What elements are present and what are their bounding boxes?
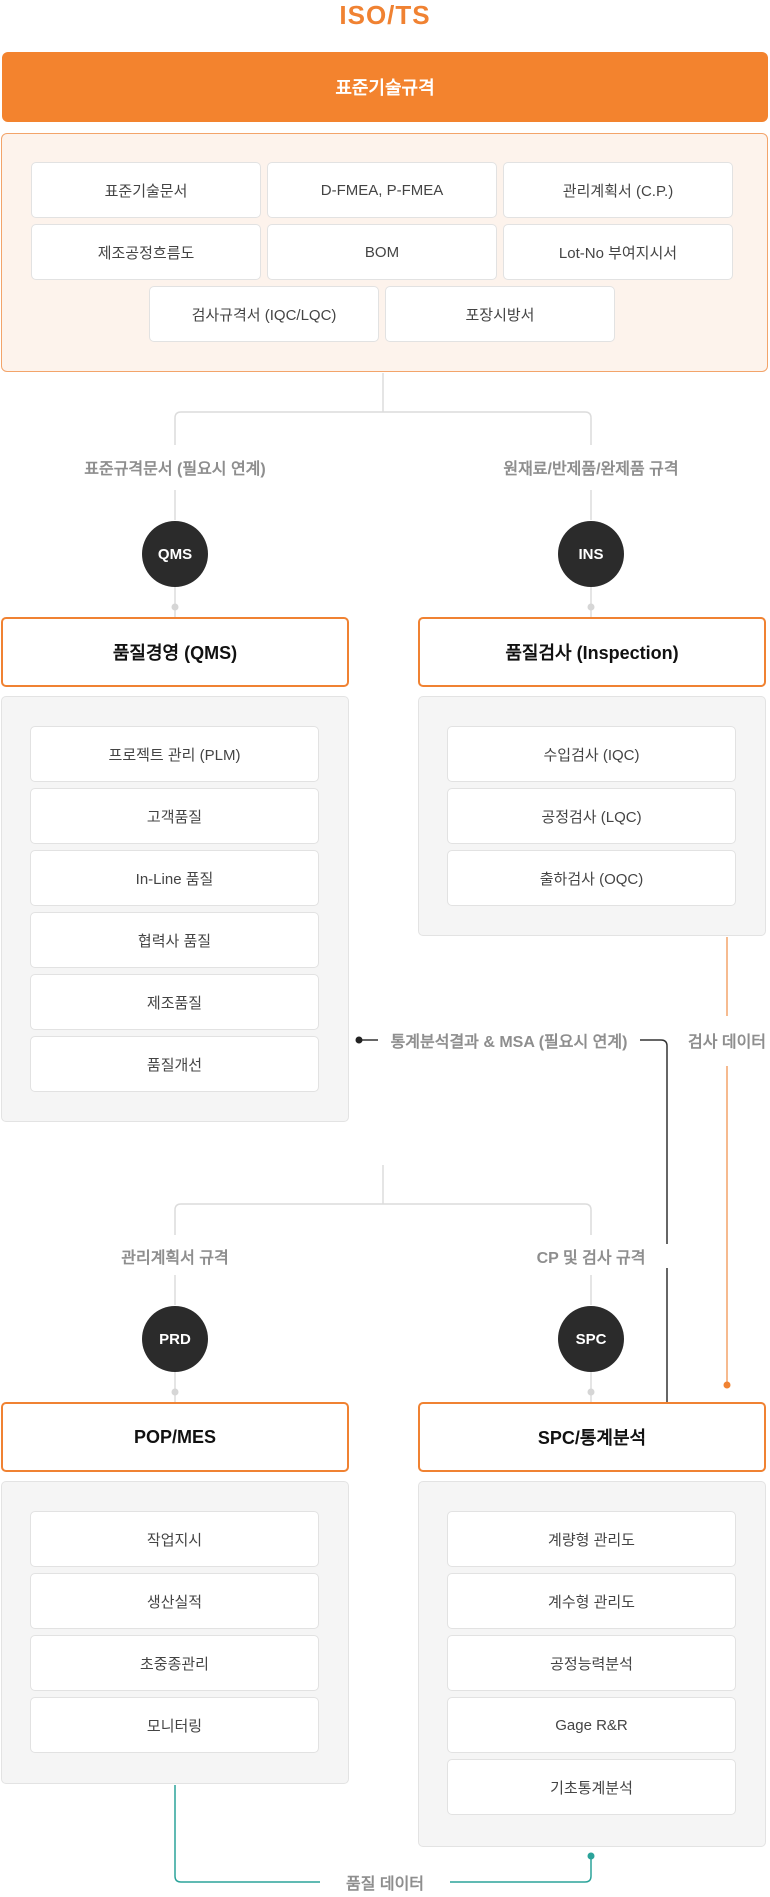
prd-badge: PRD	[142, 1306, 208, 1372]
doc-cell: BOM	[267, 224, 497, 280]
standard-spec-banner: 표준기술규격	[2, 52, 768, 122]
qms-badge: QMS	[142, 521, 208, 587]
qms-header: 품질경영 (QMS)	[1, 617, 349, 687]
qms-item: 품질개선	[30, 1036, 319, 1092]
pop-mes-item: 모니터링	[30, 1697, 319, 1753]
spc-item: 기초통계분석	[447, 1759, 736, 1815]
inspection-item: 공정검사 (LQC)	[447, 788, 736, 844]
inspection-item: 출하검사 (OQC)	[447, 850, 736, 906]
qms-item: In-Line 품질	[30, 850, 319, 906]
spc-item: Gage R&R	[447, 1697, 736, 1753]
doc-cell: 제조공정흐름도	[31, 224, 261, 280]
page-title: ISO/TS	[339, 0, 431, 30]
doc-cell: 검사규격서 (IQC/LQC)	[149, 286, 379, 342]
pop-mes-item: 생산실적	[30, 1573, 319, 1629]
link-label-cp-to-spc: CP 및 검사 규격	[491, 1244, 691, 1268]
link-label-cp-to-prd: 관리계획서 규격	[75, 1244, 275, 1268]
pop-mes-header: POP/MES	[1, 1402, 349, 1472]
spc-item: 공정능력분석	[447, 1635, 736, 1691]
link-label-std-to-ins: 원재료/반제품/완제품 규격	[466, 455, 716, 479]
spc-badge: SPC	[558, 1306, 624, 1372]
doc-cell: D-FMEA, P-FMEA	[267, 162, 497, 218]
doc-cell: 포장시방서	[385, 286, 615, 342]
link-label-stat-result: 통계분석결과 & MSA (필요시 연계)	[382, 1028, 636, 1052]
inspection-item: 수입검사 (IQC)	[447, 726, 736, 782]
doc-cell: 표준기술문서	[31, 162, 261, 218]
qms-item: 제조품질	[30, 974, 319, 1030]
qms-item: 프로젝트 관리 (PLM)	[30, 726, 319, 782]
ins-badge: INS	[558, 521, 624, 587]
qms-item: 고객품질	[30, 788, 319, 844]
qms-item: 협력사 품질	[30, 912, 319, 968]
pop-mes-item: 초중종관리	[30, 1635, 319, 1691]
doc-cell: Lot-No 부여지시서	[503, 224, 733, 280]
doc-cell: 관리계획서 (C.P.)	[503, 162, 733, 218]
link-label-quality-data: 품질 데이터	[325, 1870, 445, 1894]
spc-item: 계량형 관리도	[447, 1511, 736, 1567]
link-label-std-to-qms: 표준규격문서 (필요시 연계)	[50, 455, 300, 479]
inspection-header: 품질검사 (Inspection)	[418, 617, 766, 687]
spc-header: SPC/통계분석	[418, 1402, 766, 1472]
pop-mes-item: 작업지시	[30, 1511, 319, 1567]
link-label-inspection-data: 검사 데이터	[684, 1028, 770, 1052]
spc-item: 계수형 관리도	[447, 1573, 736, 1629]
